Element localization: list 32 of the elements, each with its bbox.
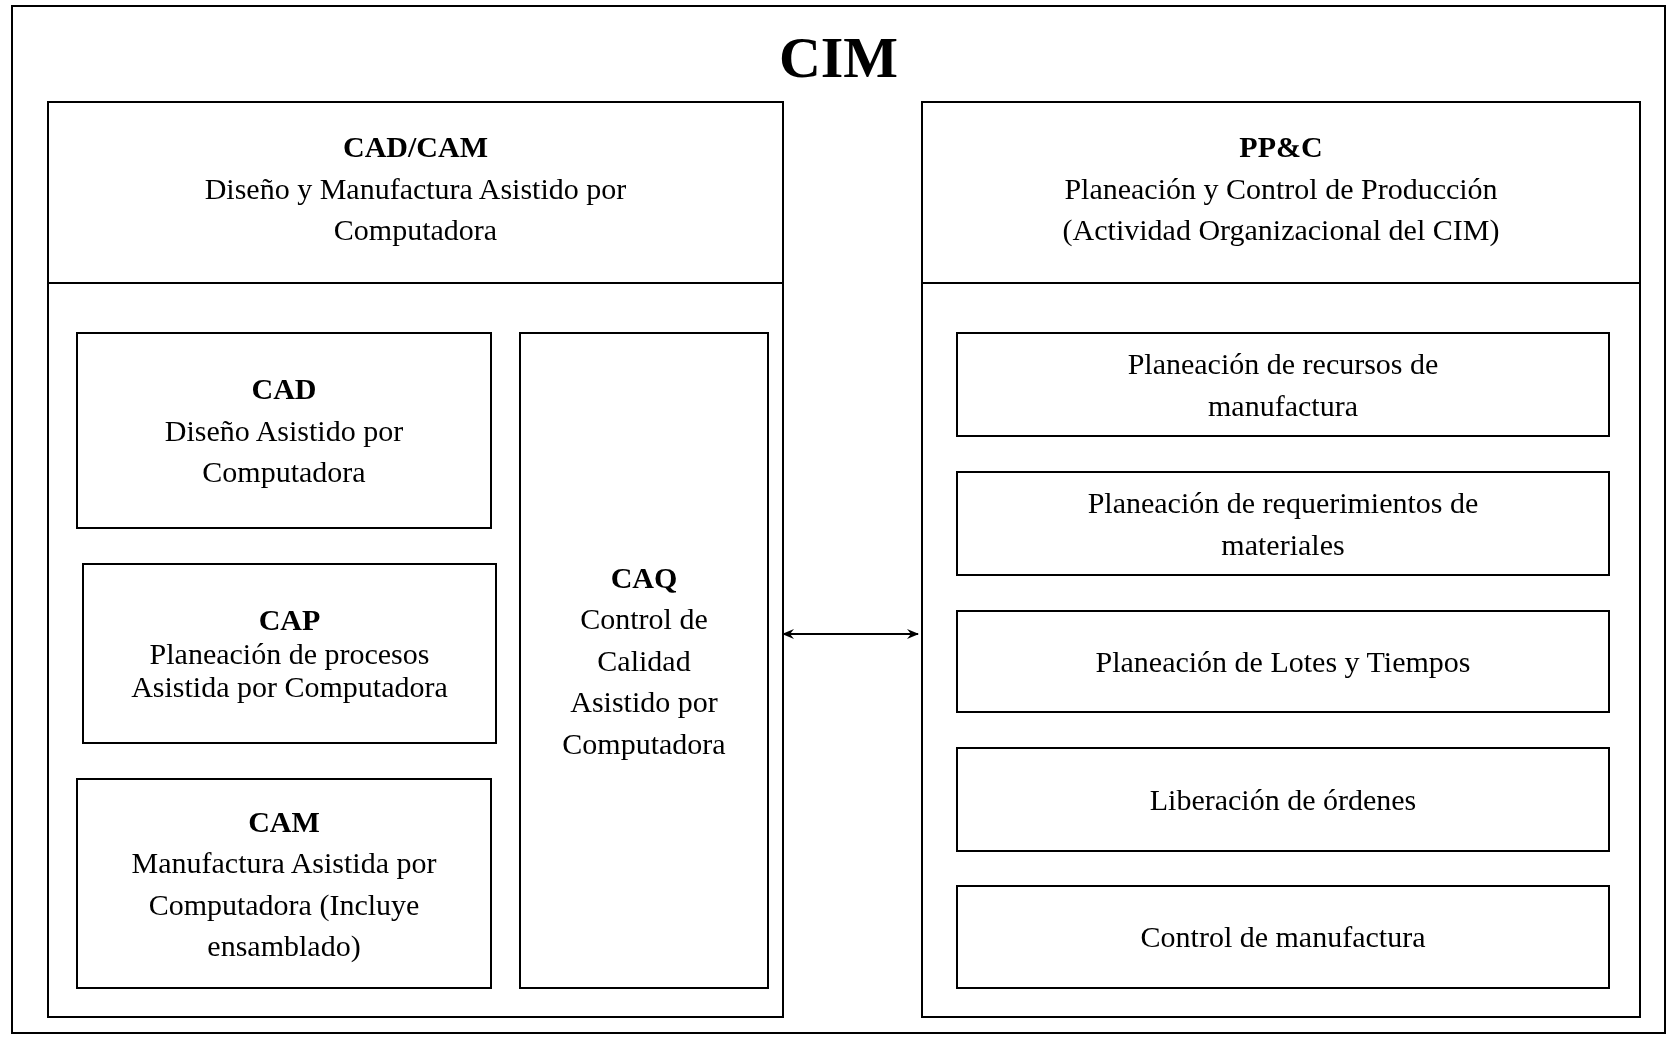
frame-heading: CIM xyxy=(778,29,899,87)
box-text: Control de manufactura xyxy=(1140,919,1426,956)
system-panel xyxy=(47,101,784,1018)
box-text: Planeación de procesos Asistida por Computadora xyxy=(130,636,449,704)
system-panel xyxy=(921,101,1641,1018)
box-text: Control de Calidad Asistido por Computadora xyxy=(561,601,727,762)
box-heading: CAM xyxy=(248,803,320,840)
double-arrow xyxy=(782,629,919,639)
box-text: Planeación de requerimientos de materiales xyxy=(1086,485,1480,563)
module-box xyxy=(956,885,1610,989)
module-box xyxy=(956,747,1610,852)
box-heading: CAD xyxy=(251,371,317,408)
box-heading: PP&C xyxy=(1239,129,1323,166)
box-heading: CAQ xyxy=(610,560,678,596)
box-text: Diseño y Manufactura Asistido por Computadora xyxy=(203,170,628,249)
module-box xyxy=(82,563,497,744)
module-box xyxy=(956,610,1610,713)
box-heading: CAD/CAM xyxy=(343,129,488,166)
box-heading: CAP xyxy=(258,603,321,637)
module-box xyxy=(76,778,492,989)
module-box xyxy=(519,332,769,989)
module-box xyxy=(76,332,492,529)
box-text: Planeación de recursos de manufactura xyxy=(1126,346,1440,424)
box-text: Planeación y Control de Producción xyxy=(1064,170,1498,207)
box-text: Manufactura Asistida por Computadora (Incluye ensamblado) xyxy=(130,845,438,964)
box-text: (Actividad Organizacional del CIM) xyxy=(1062,212,1500,249)
outer-frame xyxy=(11,5,1666,1034)
module-box xyxy=(956,471,1610,576)
box-text: Planeación de Lotes y Tiempos xyxy=(1095,643,1471,680)
module-box xyxy=(956,332,1610,437)
box-text: Liberación de órdenes xyxy=(1149,781,1417,818)
box-text: Diseño Asistido por Computadora xyxy=(163,412,405,491)
